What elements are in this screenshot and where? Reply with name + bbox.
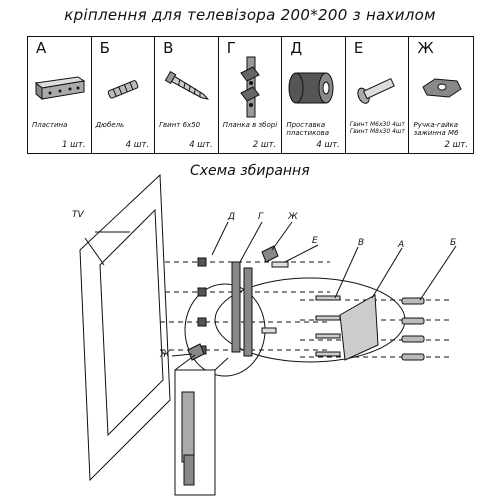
parts-table: А Пластина 1 шт. Б Дюбель 4 шт. В — [27, 36, 474, 154]
part-letter: Е — [353, 39, 364, 57]
handle-nut-icon — [422, 78, 463, 98]
zoom-detail-box — [174, 369, 216, 496]
detail-ellipse-left — [184, 283, 266, 377]
part-qty: 4 шт. — [189, 140, 213, 150]
part-cell-a: А Пластина 1 шт. — [28, 37, 92, 153]
label-zh-top: Ж — [288, 212, 298, 222]
part-qty: 4 шт. — [125, 140, 150, 150]
label-e: Е — [312, 236, 318, 246]
spacer-icon — [288, 72, 334, 104]
part-qty: 2 шт. — [444, 140, 469, 150]
bolt-icon — [357, 77, 395, 104]
schema-title: Схема збирання — [190, 163, 310, 179]
part-qty: 2 шт. — [252, 140, 277, 150]
label-tv: TV — [72, 210, 84, 220]
label-zh-bottom: Ж — [160, 350, 170, 360]
part-cell-e: Е Гвинт М6х30 4шт Гвинт М8х30 4шт — [346, 37, 410, 153]
part-letter: Д — [290, 39, 303, 57]
part-name: Пластина — [32, 121, 68, 129]
label-v: В — [358, 238, 365, 248]
part-cell-g: Г Планка в зборі 2 шт. — [219, 37, 283, 153]
part-letter: Б — [99, 39, 110, 57]
part-name: Ручка-гайка зажинна М6 — [413, 121, 459, 137]
bracket-icon — [239, 56, 260, 118]
label-b: Б — [450, 238, 457, 248]
label-g: Г — [258, 212, 264, 222]
part-qty: 1 шт. — [62, 140, 86, 150]
part-letter: Г — [226, 39, 236, 57]
part-letter: А — [36, 39, 47, 57]
part-cell-v: В Гвинт 6х50 4 шт. — [155, 37, 219, 153]
part-qty: 4 шт. — [316, 140, 340, 150]
part-name: Гвинт 6х50 — [159, 121, 201, 129]
part-name: Гвинт М6х30 4шт Гвинт М8х30 4шт — [349, 121, 405, 135]
plate-icon — [34, 76, 86, 101]
part-cell-d: Д Проставка пластикова 4 шт. — [282, 37, 346, 153]
dowel-icon — [107, 80, 138, 99]
assembly-diagram — [79, 173, 457, 496]
part-letter: Ж — [417, 39, 434, 57]
part-cell-b: Б Дюбель 4 шт. — [92, 37, 156, 153]
part-name: Проставка пластикова — [286, 121, 330, 137]
part-letter: В — [163, 39, 174, 57]
label-d: Д — [228, 212, 236, 222]
part-name: Дюбель — [95, 121, 125, 129]
part-name: Планка в зборі — [222, 121, 278, 129]
page-title: кріплення для телевізора 200*200 з нахил… — [64, 6, 436, 24]
screw-icon — [164, 70, 210, 100]
label-a: А — [398, 240, 405, 250]
part-cell-zh: Ж Ручка-гайка зажинна М6 2 шт. — [409, 37, 473, 153]
